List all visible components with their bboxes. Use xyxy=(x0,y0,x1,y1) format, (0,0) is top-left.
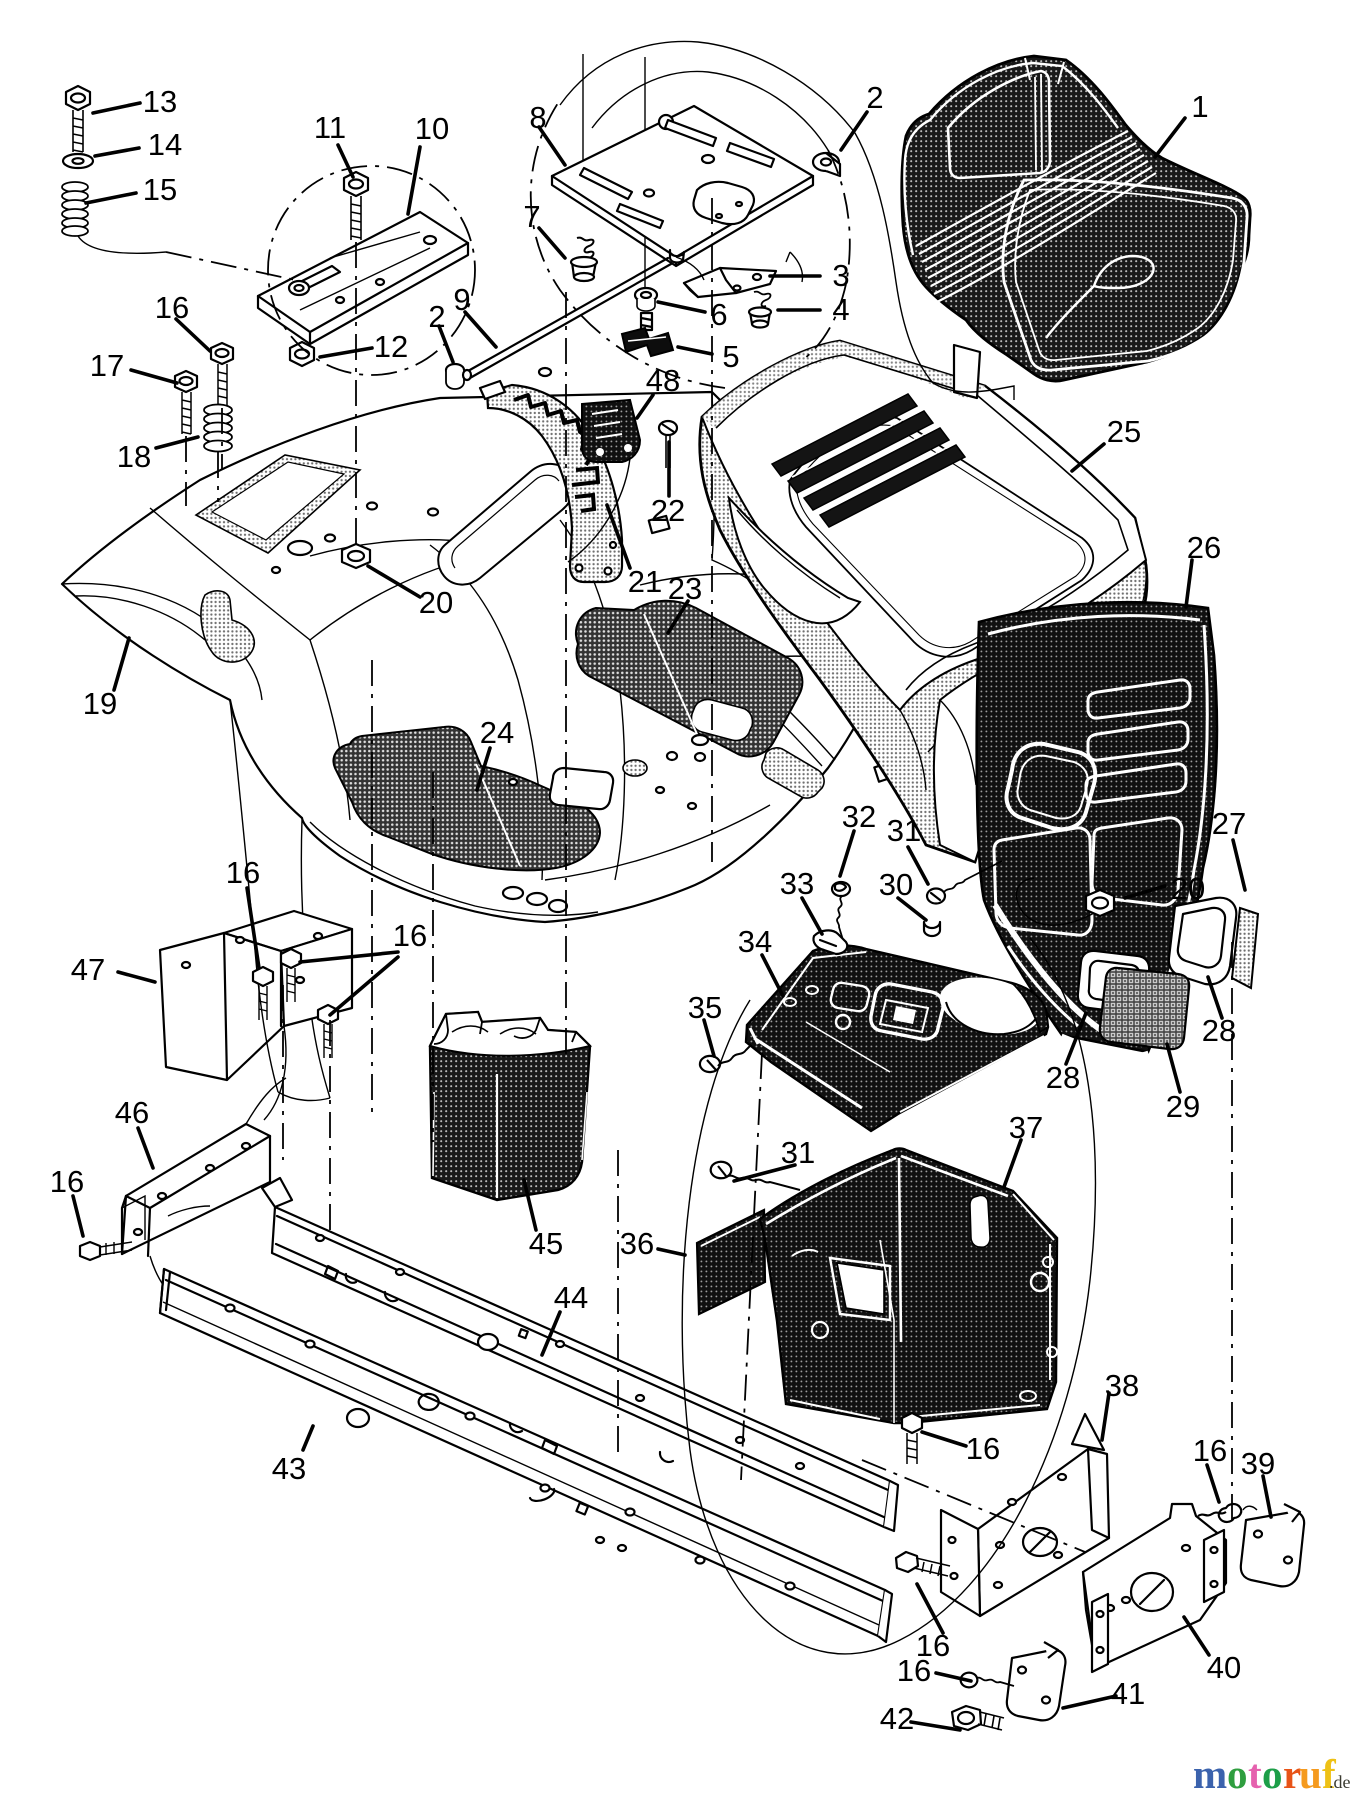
svg-text:t: t xyxy=(1248,1751,1262,1797)
svg-text:7: 7 xyxy=(523,199,540,234)
svg-text:u: u xyxy=(1299,1751,1322,1797)
svg-text:25: 25 xyxy=(1107,414,1141,449)
svg-text:38: 38 xyxy=(1105,1368,1139,1403)
svg-text:6: 6 xyxy=(710,297,727,332)
svg-text:2: 2 xyxy=(866,80,883,115)
svg-text:16: 16 xyxy=(393,918,427,953)
svg-text:30: 30 xyxy=(879,867,913,902)
svg-text:16: 16 xyxy=(897,1653,931,1688)
svg-text:12: 12 xyxy=(374,329,408,364)
svg-text:32: 32 xyxy=(842,799,876,834)
svg-text:17: 17 xyxy=(90,348,124,383)
svg-text:46: 46 xyxy=(115,1095,149,1130)
svg-text:20: 20 xyxy=(419,585,453,620)
svg-text:1: 1 xyxy=(1191,89,1208,124)
svg-text:16: 16 xyxy=(966,1431,1000,1466)
svg-text:29: 29 xyxy=(1166,1089,1200,1124)
svg-text:31: 31 xyxy=(887,813,921,848)
svg-text:f: f xyxy=(1322,1751,1337,1797)
svg-text:37: 37 xyxy=(1009,1110,1043,1145)
svg-text:42: 42 xyxy=(880,1701,914,1736)
svg-text:16: 16 xyxy=(226,855,260,890)
svg-text:16: 16 xyxy=(155,290,189,325)
svg-text:3: 3 xyxy=(832,258,849,293)
svg-text:o: o xyxy=(1262,1751,1283,1797)
svg-text:23: 23 xyxy=(668,571,702,606)
svg-text:9: 9 xyxy=(453,282,470,317)
svg-text:48: 48 xyxy=(646,363,680,398)
svg-text:28: 28 xyxy=(1202,1013,1236,1048)
svg-text:18: 18 xyxy=(117,439,151,474)
svg-text:27: 27 xyxy=(1212,806,1246,841)
svg-text:43: 43 xyxy=(272,1451,306,1486)
svg-text:o: o xyxy=(1227,1751,1248,1797)
svg-text:21: 21 xyxy=(628,564,662,599)
svg-text:44: 44 xyxy=(554,1280,588,1315)
svg-text:16: 16 xyxy=(1193,1433,1227,1468)
svg-text:m: m xyxy=(1193,1751,1227,1797)
svg-text:8: 8 xyxy=(529,100,546,135)
svg-text:39: 39 xyxy=(1241,1446,1275,1481)
svg-text:22: 22 xyxy=(651,493,685,528)
svg-text:15: 15 xyxy=(143,172,177,207)
svg-text:16: 16 xyxy=(50,1164,84,1199)
svg-text:2: 2 xyxy=(428,299,445,334)
svg-text:33: 33 xyxy=(780,866,814,901)
svg-text:10: 10 xyxy=(415,111,449,146)
svg-text:r: r xyxy=(1283,1751,1301,1797)
svg-text:34: 34 xyxy=(738,924,772,959)
svg-text:36: 36 xyxy=(620,1226,654,1261)
svg-text:13: 13 xyxy=(143,84,177,119)
svg-text:19: 19 xyxy=(83,686,117,721)
svg-text:4: 4 xyxy=(832,292,849,327)
svg-text:47: 47 xyxy=(71,952,105,987)
svg-text:40: 40 xyxy=(1207,1650,1241,1685)
svg-text:11: 11 xyxy=(314,110,346,145)
svg-text:45: 45 xyxy=(529,1226,563,1261)
svg-text:28: 28 xyxy=(1046,1060,1080,1095)
svg-text:31: 31 xyxy=(781,1135,815,1170)
svg-text:14: 14 xyxy=(148,127,182,162)
svg-text:.de: .de xyxy=(1329,1772,1351,1792)
svg-text:24: 24 xyxy=(480,715,514,750)
svg-text:41: 41 xyxy=(1111,1676,1145,1711)
svg-text:20: 20 xyxy=(1171,871,1205,906)
svg-text:5: 5 xyxy=(722,339,739,374)
